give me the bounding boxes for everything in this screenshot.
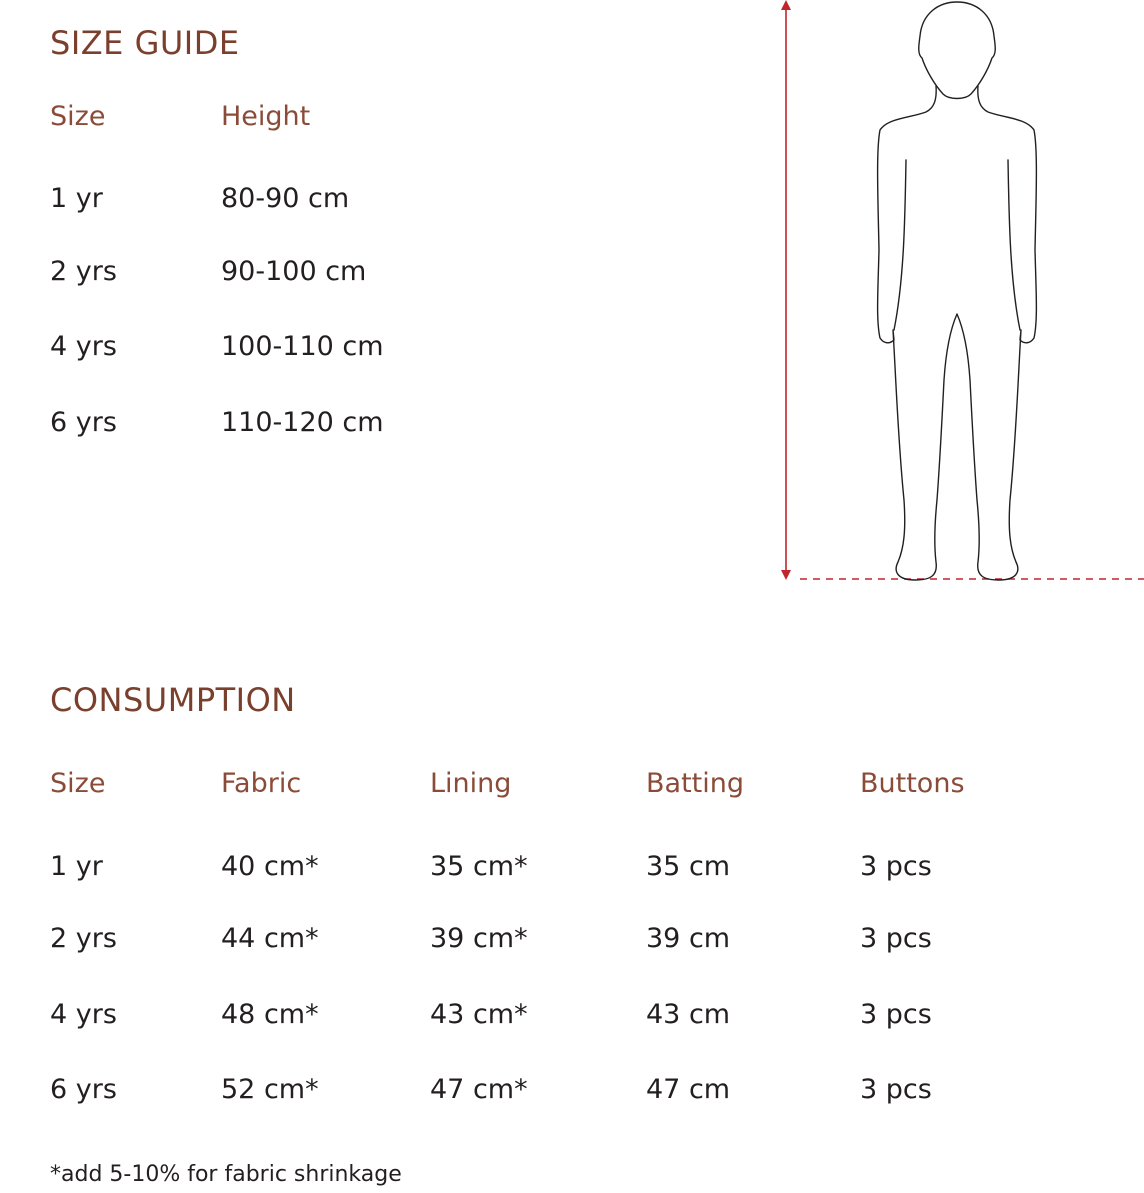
consumption-header-lining: Lining bbox=[430, 768, 512, 799]
consumption-row3-fabric: 48 cm* bbox=[221, 999, 319, 1030]
size-guide-header-height: Height bbox=[221, 101, 311, 132]
size-guide-row3-size: 4 yrs bbox=[50, 331, 117, 362]
consumption-header-size: Size bbox=[50, 768, 106, 799]
consumption-row2-batting: 39 cm bbox=[646, 923, 731, 954]
consumption-row4-batting: 47 cm bbox=[646, 1074, 731, 1105]
consumption-header-buttons: Buttons bbox=[860, 768, 965, 799]
consumption-row4-buttons: 3 pcs bbox=[860, 1074, 932, 1105]
consumption-row2-fabric: 44 cm* bbox=[221, 923, 319, 954]
size-guide-row4-height: 110-120 cm bbox=[221, 407, 384, 438]
consumption-row2-lining: 39 cm* bbox=[430, 923, 528, 954]
consumption-row1-batting: 35 cm bbox=[646, 851, 731, 882]
consumption-row3-lining: 43 cm* bbox=[430, 999, 528, 1030]
child-figure-illustration bbox=[781, 0, 1144, 581]
size-guide-row1-size: 1 yr bbox=[50, 183, 103, 214]
shrinkage-footnote: *add 5-10% for fabric shrinkage bbox=[50, 1162, 402, 1187]
height-arrow-icon bbox=[781, 0, 791, 580]
size-guide-title: SIZE GUIDE bbox=[50, 24, 240, 62]
consumption-row3-buttons: 3 pcs bbox=[860, 999, 932, 1030]
consumption-row2-buttons: 3 pcs bbox=[860, 923, 932, 954]
consumption-row4-fabric: 52 cm* bbox=[221, 1074, 319, 1105]
consumption-row1-lining: 35 cm* bbox=[430, 851, 528, 882]
consumption-row4-size: 6 yrs bbox=[50, 1074, 117, 1105]
size-guide-header-size: Size bbox=[50, 101, 106, 132]
consumption-header-fabric: Fabric bbox=[221, 768, 302, 799]
consumption-row4-lining: 47 cm* bbox=[430, 1074, 528, 1105]
size-guide-row3-height: 100-110 cm bbox=[221, 331, 384, 362]
size-guide-row1-height: 80-90 cm bbox=[221, 183, 350, 214]
consumption-row1-buttons: 3 pcs bbox=[860, 851, 932, 882]
consumption-title: CONSUMPTION bbox=[50, 681, 296, 719]
consumption-row1-fabric: 40 cm* bbox=[221, 851, 319, 882]
size-guide-row4-size: 6 yrs bbox=[50, 407, 117, 438]
consumption-header-batting: Batting bbox=[646, 768, 744, 799]
consumption-row3-size: 4 yrs bbox=[50, 999, 117, 1030]
consumption-row2-size: 2 yrs bbox=[50, 923, 117, 954]
size-guide-row2-size: 2 yrs bbox=[50, 256, 117, 287]
child-silhouette-icon bbox=[876, 1, 1038, 581]
consumption-row3-batting: 43 cm bbox=[646, 999, 731, 1030]
consumption-row1-size: 1 yr bbox=[50, 851, 103, 882]
size-guide-row2-height: 90-100 cm bbox=[221, 256, 367, 287]
